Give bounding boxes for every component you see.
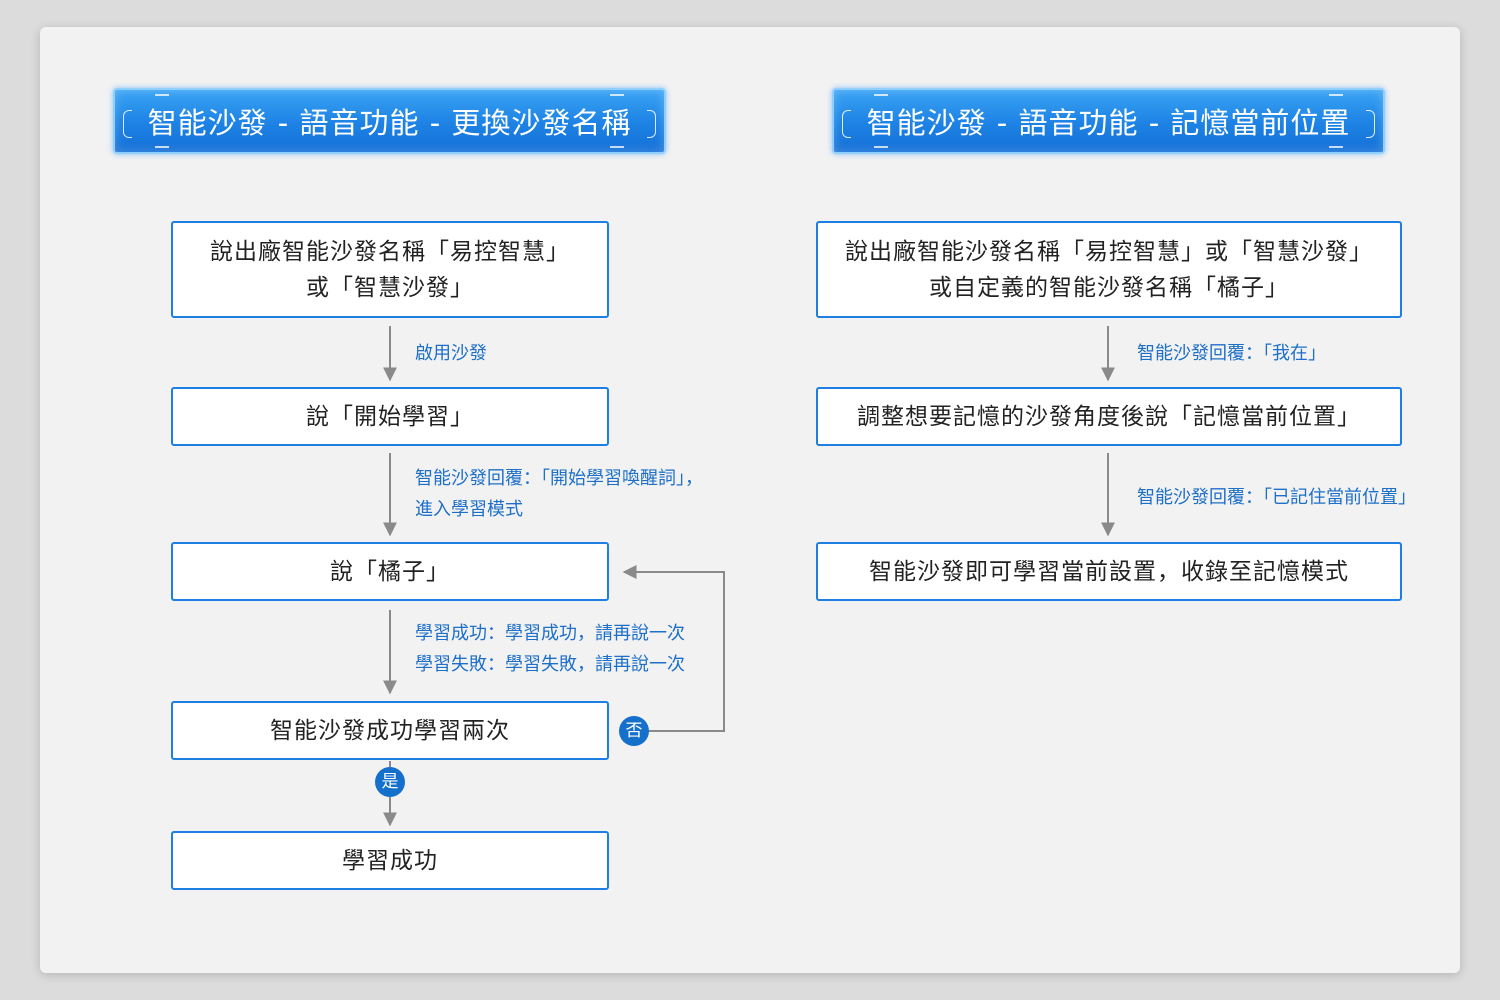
banner-tick bbox=[610, 94, 624, 96]
left-edge-label-1-line-1: 啟用沙發 bbox=[415, 343, 487, 364]
left-step-2-text: 說「開始學習」 bbox=[306, 403, 474, 430]
banner-tick bbox=[1329, 146, 1343, 148]
right-step-2: 調整想要記憶的沙發角度後說「記憶當前位置」 bbox=[816, 387, 1402, 446]
right-step-3-text: 智能沙發即可學習當前設置，收錄至記憶模式 bbox=[869, 558, 1349, 585]
left-step-1-line-2: 或「智慧沙發」 bbox=[306, 274, 474, 301]
banner-tick bbox=[874, 146, 888, 148]
right-edge-label-2: 智能沙發回覆：「已記住當前位置」 bbox=[1137, 482, 1416, 513]
left-edge-label-2: 智能沙發回覆：「開始學習喚醒詞」， 進入學習模式 bbox=[415, 463, 703, 525]
right-edge-label-1: 智能沙發回覆：「我在」 bbox=[1137, 338, 1326, 369]
banner-bracket-left bbox=[123, 110, 132, 138]
right-step-1-line-1: 說出廠智能沙發名稱「易控智慧」或「智慧沙發」 bbox=[845, 238, 1373, 265]
left-edge-label-3: 學習成功：學習成功，請再說一次 學習失敗：學習失敗，請再說一次 bbox=[415, 618, 685, 680]
banner-bracket-left bbox=[842, 110, 851, 138]
left-step-4-text: 智能沙發成功學習兩次 bbox=[270, 717, 510, 744]
left-step-1-line-1: 說出廠智能沙發名稱「易控智慧」 bbox=[210, 238, 570, 265]
left-step-3-text: 說「橘子」 bbox=[330, 558, 450, 585]
yes-badge: 是 bbox=[375, 767, 405, 797]
no-badge: 否 bbox=[619, 716, 649, 746]
banner-tick bbox=[610, 146, 624, 148]
right-step-1: 說出廠智能沙發名稱「易控智慧」或「智慧沙發」 或自定義的智能沙發名稱「橘子」 bbox=[816, 221, 1402, 318]
banner-bracket-right bbox=[1366, 110, 1375, 138]
left-edge-label-1: 啟用沙發 bbox=[415, 338, 487, 369]
diagram-card bbox=[40, 27, 1460, 973]
left-step-5: 學習成功 bbox=[171, 831, 609, 890]
left-edge-label-2-line-1: 智能沙發回覆：「開始學習喚醒詞」， bbox=[415, 468, 703, 489]
left-step-3: 說「橘子」 bbox=[171, 542, 609, 601]
left-step-4: 智能沙發成功學習兩次 bbox=[171, 701, 609, 760]
right-title: 智能沙發 - 語音功能 - 記憶當前位置 bbox=[866, 106, 1351, 140]
banner-tick bbox=[874, 94, 888, 96]
right-edge-label-1-line-1: 智能沙發回覆：「我在」 bbox=[1137, 343, 1326, 364]
left-step-2: 說「開始學習」 bbox=[171, 387, 609, 446]
right-step-2-text: 調整想要記憶的沙發角度後說「記憶當前位置」 bbox=[857, 403, 1361, 430]
left-title-banner: 智能沙發 - 語音功能 - 更換沙發名稱 bbox=[113, 88, 666, 154]
banner-bracket-right bbox=[647, 110, 656, 138]
banner-tick bbox=[155, 94, 169, 96]
right-step-1-line-2: 或自定義的智能沙發名稱「橘子」 bbox=[929, 274, 1289, 301]
banner-tick bbox=[1329, 94, 1343, 96]
right-edge-label-2-line-1: 智能沙發回覆：「已記住當前位置」 bbox=[1137, 487, 1416, 508]
left-step-5-text: 學習成功 bbox=[342, 847, 438, 874]
right-step-3: 智能沙發即可學習當前設置，收錄至記憶模式 bbox=[816, 542, 1402, 601]
left-edge-label-3-line-2: 學習失敗：學習失敗，請再說一次 bbox=[415, 654, 685, 675]
right-title-banner: 智能沙發 - 語音功能 - 記憶當前位置 bbox=[832, 88, 1385, 154]
left-step-1: 說出廠智能沙發名稱「易控智慧」 或「智慧沙發」 bbox=[171, 221, 609, 318]
left-title: 智能沙發 - 語音功能 - 更換沙發名稱 bbox=[147, 106, 632, 140]
banner-tick bbox=[155, 146, 169, 148]
left-edge-label-2-line-2: 進入學習模式 bbox=[415, 499, 523, 520]
left-edge-label-3-line-1: 學習成功：學習成功，請再說一次 bbox=[415, 623, 685, 644]
